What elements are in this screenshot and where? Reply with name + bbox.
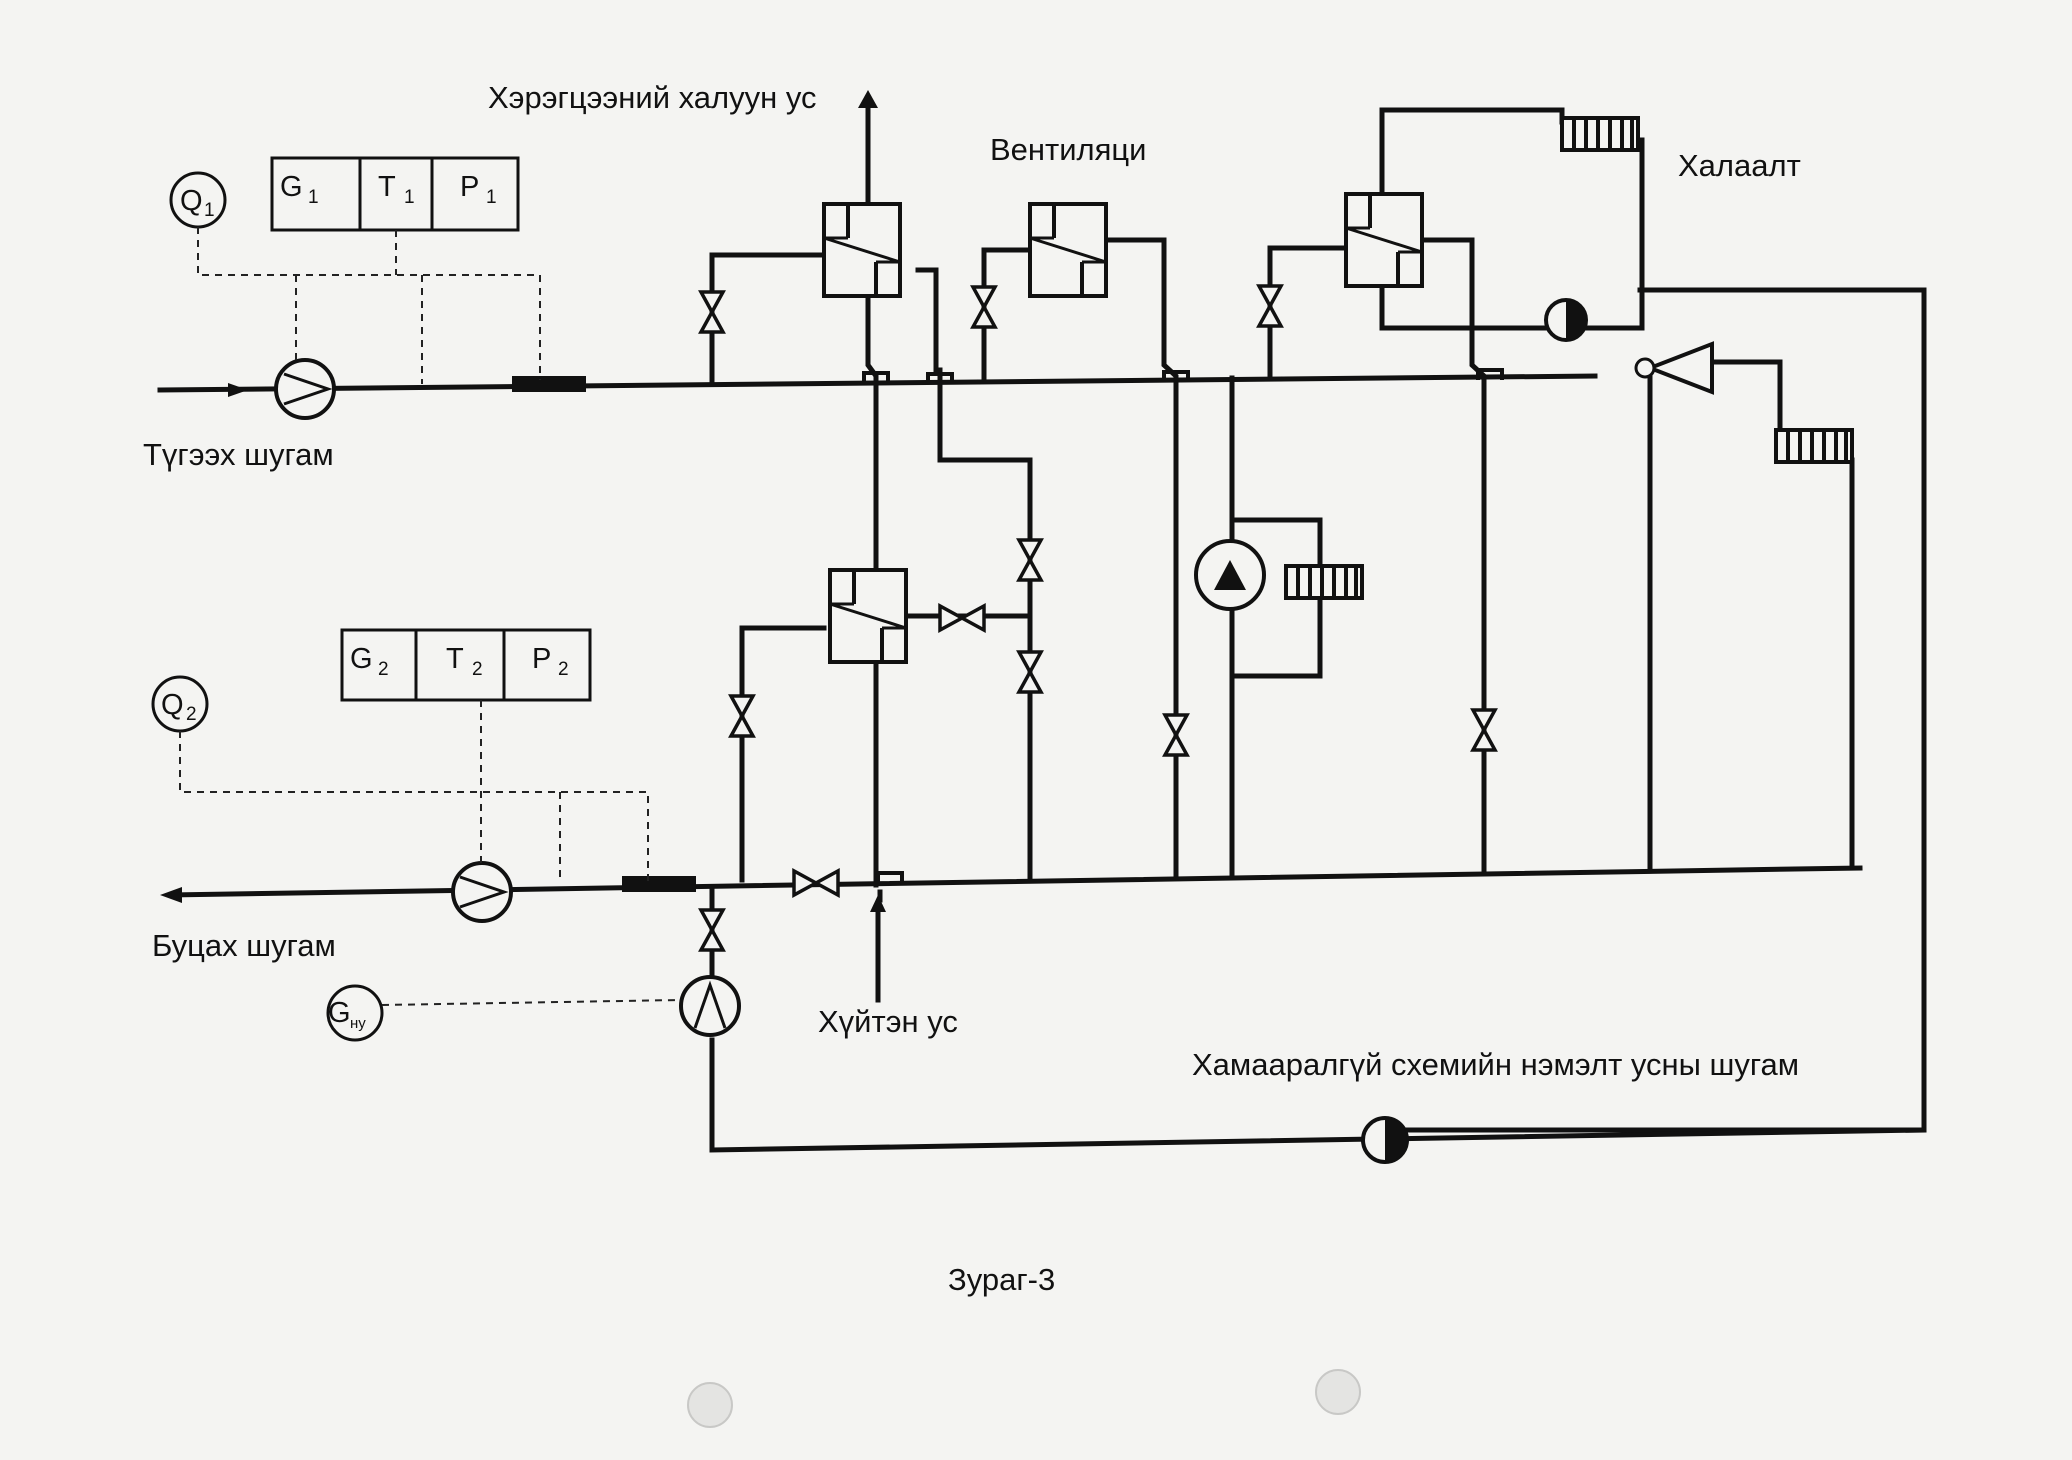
gnu-label: G [328,997,351,1029]
second-stage-heat-exchanger-icon [828,568,908,664]
heating-circulation-pump-icon [1544,298,1588,342]
hx2-return-valve-icon [729,694,755,738]
supply-instrument-box: G 1 T 1 P 1 [270,156,520,232]
heating-branch [1267,107,1927,1133]
ventilation-branch [981,237,1179,878]
t2-label: T [446,643,464,675]
p1-sub: 1 [486,187,497,208]
q1-label: Q [180,185,203,217]
gnu-sub: ну [350,1015,366,1032]
q2-label: Q [161,689,184,721]
punch-hole [1315,1369,1361,1415]
heating-heat-exchanger-icon [1344,192,1424,288]
ventilation-pump-loop [1229,375,1323,878]
heating-radiator-2-icon [1774,428,1854,464]
p2-sub: 2 [558,659,569,680]
jet-pump-icon [1634,341,1714,395]
ventilation-return-valve-icon [1163,713,1189,757]
p1-label: P [460,171,479,203]
q1-sub: 1 [204,200,215,221]
mixing-valve-lower-icon [1017,650,1043,694]
signal-lines [179,227,681,1006]
t2-sub: 2 [472,659,483,680]
cold-water-label: Хүйтэн ус [818,1004,958,1039]
return-flowmeter-arrow-icon [459,875,509,909]
return-line-valve-icon [792,869,840,897]
cold-water-arrow-icon [870,895,886,912]
ventilation-radiator-icon [1284,564,1364,600]
makeup-valve-icon [699,908,725,952]
supply-flowmeter-icon [274,358,336,420]
supply-arrow-icon [228,383,248,397]
heat-meter-q1: Q 1 [169,171,227,229]
g2-sub: 2 [378,659,389,680]
heating-radiator-icon [1560,116,1640,152]
makeup-meter-gnu: G ну [326,984,384,1042]
heating-return-valve-icon [1471,708,1497,752]
return-sensor-icon [622,876,696,892]
heating-valve-icon [1257,284,1283,328]
heat-meter-q2: Q 2 [151,675,209,733]
supply-line-label: Түгээх шугам [143,437,334,472]
cold-water-inlet [870,895,886,1003]
makeup-pump-icon [1361,1116,1409,1164]
ventilation-valve-icon [971,285,997,329]
g1-sub: 1 [308,187,319,208]
p2-label: P [532,643,551,675]
makeup-line-label: Хамааралгүй схемийн нэмэлт усны шугам [1192,1047,1799,1082]
makeup-flowmeter-icon [679,975,741,1037]
q2-sub: 2 [186,704,197,725]
hot-water-heat-exchanger-icon [822,202,902,298]
return-pipe [167,865,1863,898]
supply-flowmeter-arrow-icon [283,372,333,406]
ventilation-pump-icon [1194,539,1266,611]
mixing-valve-upper-icon [1017,538,1043,582]
ventilation-label: Вентиляци [990,132,1147,167]
bypass-valve-icon [938,604,986,632]
return-arrow-icon [160,887,182,903]
g2-label: G [350,643,373,675]
hot-water-label: Хэрэгцээний халуун ус [488,80,816,115]
return-line-label: Буцах шугам [152,928,336,963]
heating-label: Халаалт [1678,148,1801,183]
hot-water-supply-valve-icon [699,290,725,334]
ventilation-heat-exchanger-icon [1028,202,1108,298]
t1-label: T [378,171,396,203]
t1-sub: 1 [404,187,415,208]
supply-sensor-icon [512,376,586,392]
figure-caption: Зураг-3 [948,1262,1055,1297]
g1-label: G [280,171,303,203]
return-instrument-box: G 2 T 2 P 2 [340,628,592,702]
punch-hole [687,1382,733,1428]
